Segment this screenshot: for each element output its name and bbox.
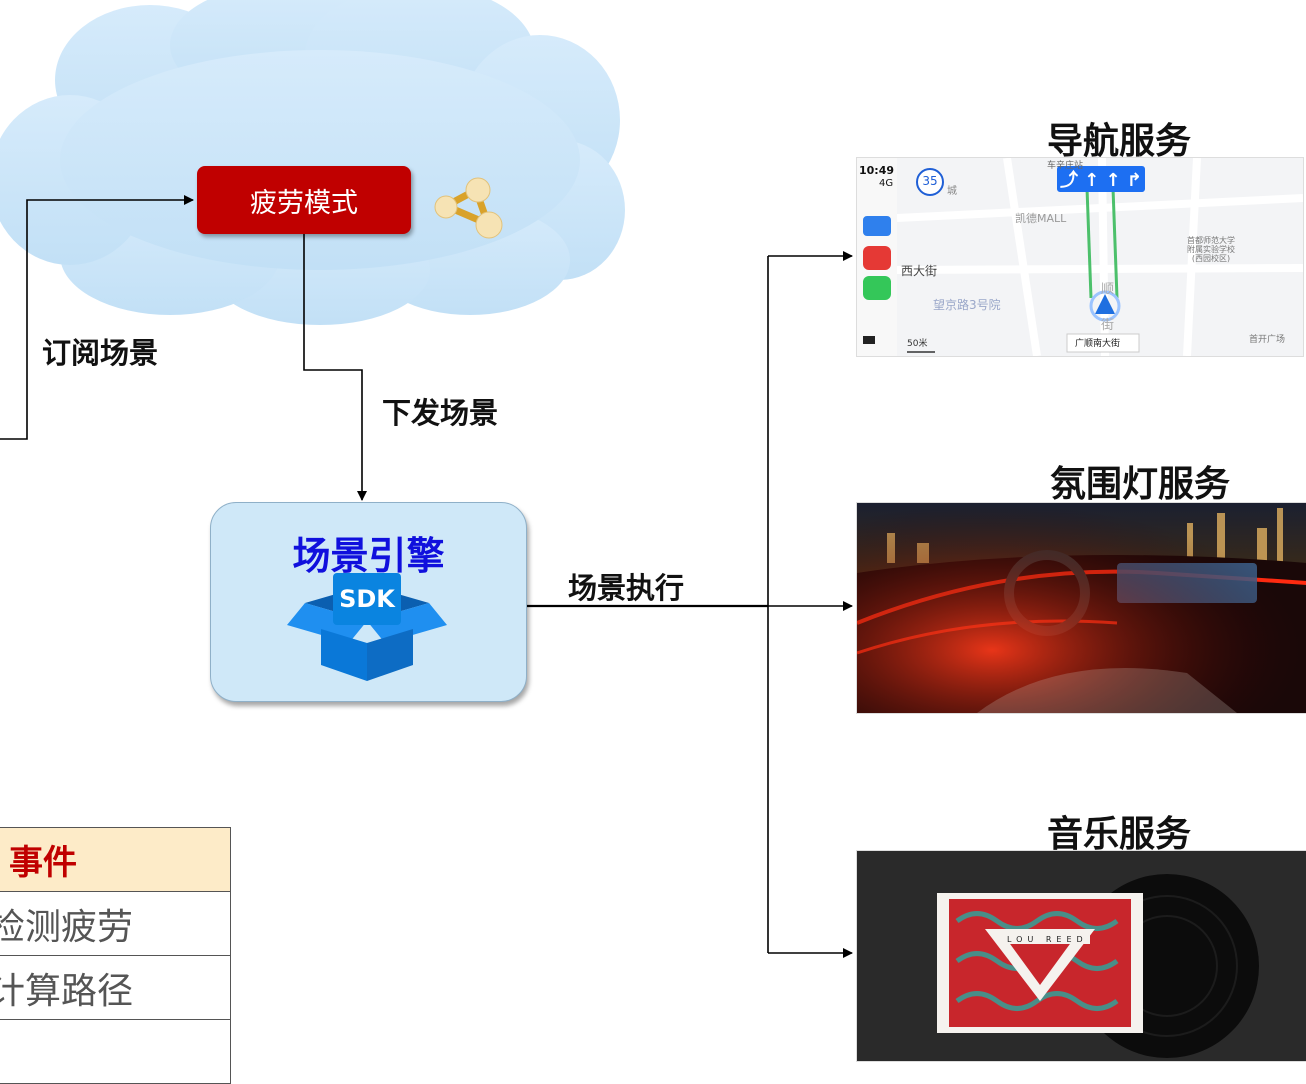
events-table: 事件 检测疲劳 计算路径: [0, 827, 231, 1084]
music-album-image: LOU REED: [856, 850, 1306, 1062]
connector-lines: [0, 195, 853, 958]
sdk-label: SDK: [339, 585, 395, 613]
map-time: 10:49: [859, 164, 895, 177]
album-artist: LOU REED: [1005, 935, 1090, 944]
svg-text:⤴ ↑ ↑ ↱: ⤴ ↑ ↑ ↱: [1060, 169, 1142, 191]
navigation-service-title: 导航服务: [1046, 121, 1191, 162]
ambient-light-photo: [856, 502, 1306, 714]
map-street-vertical-1: 顺: [1101, 282, 1115, 297]
ambient-light-service-title: 氛围灯服务: [1049, 464, 1230, 505]
execute-scene-label: 场景执行: [568, 571, 685, 605]
map-school: 首都师范大学 附属实验学校 (西园校区): [1187, 236, 1235, 263]
navigation-map-screenshot: ⤴ ↑ ↑ ↱ 10:49 4G 35 城 车辛庄站 凯德MALL 西大街 望京…: [856, 157, 1304, 357]
map-speed-limit: 35: [922, 174, 938, 188]
fatigue-mode-label: 疲劳模式: [250, 187, 358, 219]
subscribe-arrow: [0, 195, 194, 440]
fatigue-mode-node: 疲劳模式: [197, 166, 411, 234]
sdk-box-icon: [287, 573, 447, 681]
network-icon: [434, 177, 503, 239]
dispatch-scene-label: 下发场景: [382, 396, 499, 430]
map-district: 城: [947, 186, 957, 197]
table-row: 检测疲劳: [0, 891, 231, 956]
events-table-header: 事件: [0, 827, 231, 892]
scene-engine-title: 场景引擎: [292, 534, 445, 578]
map-square: 首开广场: [1249, 335, 1286, 345]
table-row: 计算路径: [0, 955, 231, 1020]
map-street-vertical-2: 街: [1101, 318, 1115, 333]
map-road: 望京路3号院: [933, 298, 1001, 312]
map-station: 车辛庄站: [1047, 161, 1084, 171]
table-row: [0, 1019, 231, 1084]
map-current-street: 广顺南大街: [1075, 339, 1121, 349]
map-signal: 4G: [879, 178, 894, 189]
map-mall: 凯德MALL: [1015, 212, 1067, 225]
dispatch-arrow: [303, 234, 367, 501]
map-street: 西大街: [901, 264, 938, 278]
scene-engine-node: 场景引擎 SDK: [210, 502, 527, 702]
music-service-title: 音乐服务: [1046, 814, 1191, 855]
map-scale: 50米: [907, 339, 928, 349]
subscribe-scene-label: 订阅场景: [42, 336, 159, 370]
